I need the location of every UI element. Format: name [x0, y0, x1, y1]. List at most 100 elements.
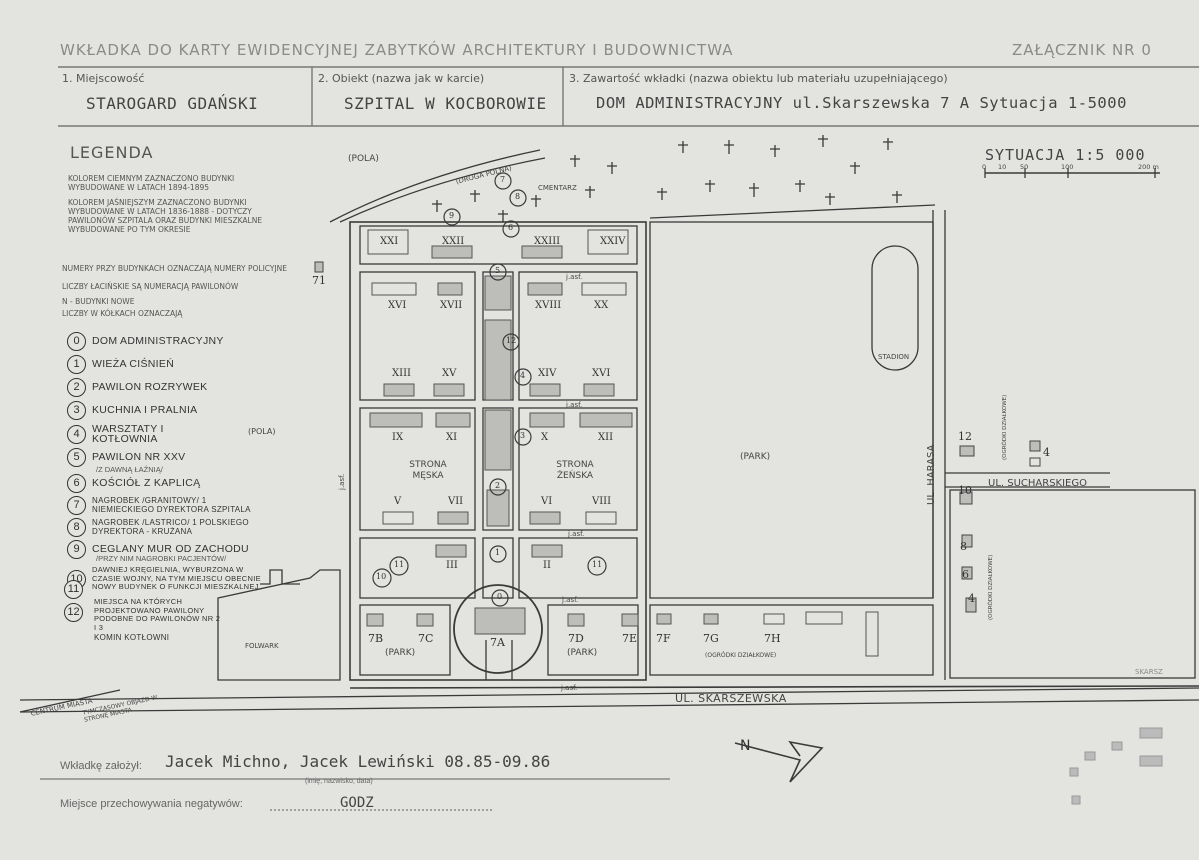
legend-item-7: 7 NAGROBEK /GRANITOWY/ 1 NIEMIECKIEGO DY…	[67, 495, 267, 515]
cross-mark	[657, 188, 667, 200]
block-center-lower	[482, 407, 514, 531]
map-circle-5	[489, 263, 507, 281]
map-circle-4	[514, 368, 532, 386]
house-number-7d: 7D	[568, 632, 584, 645]
cross-mark	[531, 195, 541, 207]
map-circle-num-2: 2	[495, 481, 501, 490]
pola-label-top: (POLA)	[348, 154, 379, 164]
house-number-12: 12	[958, 430, 972, 443]
map-circle-7	[494, 172, 512, 190]
map-circle-num-1: 1	[495, 548, 501, 557]
bldg-xxiv	[587, 229, 629, 255]
legend-item-8: 8 NAGROBEK /LASTRICO/ 1 POLSKIEGO DYREKT…	[67, 517, 267, 537]
skarsz-edge-label: SKARSZ	[1135, 668, 1163, 676]
legend-sub-9: /PRZY NIM NAGROBKI PACJENTÓW/	[96, 554, 227, 563]
house-number-10: 10	[958, 484, 972, 497]
house-number-6: 6	[962, 568, 969, 581]
cross-mark	[892, 191, 902, 203]
map-circle-0	[491, 589, 509, 607]
map-circle-9	[443, 208, 461, 226]
bldg-xxiii	[521, 245, 563, 259]
stray-mark	[1084, 751, 1096, 761]
legend-num: 2	[67, 377, 86, 397]
house-10	[959, 491, 973, 505]
legend-item-6: 6 KOŚCIÓŁ Z KAPLICĄ	[67, 473, 200, 493]
legend-note-numbers: NUMERY PRZY BUDYNKACH OZNACZAJĄ NUMERY P…	[62, 264, 288, 273]
legend-num: 6	[67, 473, 86, 493]
pavilion-xv: XV	[442, 368, 457, 379]
ul-skarszewska-label: UL. SKARSZEWSKA	[675, 692, 787, 705]
object-value: SZPITAL W KOCBOROWIE	[344, 94, 547, 113]
place-label: 1. Miejscowość	[62, 72, 145, 85]
map-circle-num-3: 3	[520, 431, 526, 440]
legend-item-9: 9 CEGLANY MUR OD ZACHODU	[67, 539, 249, 559]
house-number-71: 71	[312, 274, 326, 287]
stray-mark	[1139, 727, 1163, 739]
bldg-viii	[585, 511, 617, 525]
pavilion-xxiii: XXIII	[534, 236, 561, 247]
legend-item-5: 5 PAWILON NR XXV	[67, 447, 185, 467]
legend-note-circles: LICZBY W KÓŁKACH OZNACZAJĄ	[62, 309, 183, 318]
negatives-value: GODZ	[340, 795, 374, 811]
cemetery-boundary	[649, 204, 936, 219]
house-number-7c: 7C	[418, 632, 434, 645]
hospital-grounds	[349, 221, 647, 681]
legend-note-light: KOLOREM JAŚNIEJSZYM ZAZNACZONO BUDYNKI W…	[68, 198, 263, 234]
bldg-7b	[366, 613, 384, 627]
legend-item-1: 1 WIEŻA CIŚNIEŃ	[67, 354, 174, 374]
map-circle-num-4: 4	[520, 371, 526, 380]
author-hint: (imię, nazwisko, data)	[305, 778, 373, 785]
content-value: DOM ADMINISTRACYJNY ul.Skarszewska 7 A S…	[596, 94, 1127, 112]
house-number-7e: 7E	[622, 632, 638, 645]
pavilion-xi: XI	[446, 432, 458, 443]
pavilion-x: X	[541, 432, 549, 443]
map-circle-8	[509, 189, 527, 207]
house-number-7a: 7A	[490, 636, 505, 649]
park-center-label: (PARK)	[740, 452, 771, 462]
legend-text: WARSZTATY I KOTŁOWNIA	[92, 423, 164, 445]
header-frame	[58, 66, 1199, 127]
legend-text: NAGROBEK /GRANITOWY/ 1 NIEMIECKIEGO DYRE…	[92, 496, 251, 514]
legend-num: 5	[67, 447, 86, 467]
block-men-bottom	[359, 537, 476, 599]
cross-mark	[825, 193, 835, 205]
scale-title: SYTUACJA 1:5 000	[985, 146, 1146, 164]
map-circle-num-7: 7	[500, 175, 506, 184]
legend-text: DOM ADMINISTRACYJNY	[92, 335, 224, 347]
house-number-8: 8	[960, 540, 967, 553]
pavilion-xii: XII	[598, 432, 614, 443]
cross-mark	[770, 145, 780, 157]
bldg-7f	[656, 613, 672, 625]
bldg-vi	[529, 511, 561, 525]
legend-text: KUCHNIA I PRALNIA	[92, 404, 198, 416]
house-6	[961, 566, 973, 580]
bldg-ix	[369, 412, 423, 428]
map-circle-11b	[587, 556, 607, 576]
house-4a-shed	[1029, 457, 1041, 467]
block-park-right	[547, 604, 639, 676]
field-road-edge	[339, 157, 546, 223]
scale-tick-label-100: 100	[1061, 163, 1074, 171]
block-men-upper	[359, 271, 476, 401]
ogrodki-label: (OGRÓDKI DZIAŁKOWE)	[705, 652, 777, 659]
house-number-4-east: 4	[1043, 446, 1050, 459]
bldg-xx	[581, 282, 627, 296]
legend-num: 4	[67, 424, 86, 444]
allotment-row	[649, 604, 934, 676]
folwark-buildings	[260, 569, 300, 585]
cross-mark	[570, 155, 580, 167]
sheet-title: WKŁADKA DO KARTY EWIDENCYJNEJ ZABYTKÓW A…	[60, 41, 734, 59]
pavilion-xxii: XXII	[442, 236, 465, 247]
stadium	[871, 245, 919, 371]
map-circle-2	[489, 478, 507, 496]
bldg-xv	[433, 383, 465, 397]
map-circle-num-9: 9	[449, 211, 455, 220]
north-arrow	[734, 740, 824, 783]
legend-item-4: 4 WARSZTATY I KOTŁOWNIA	[67, 424, 202, 444]
pavilion-xxiv: XXIV	[600, 236, 626, 247]
bldg-v	[382, 511, 414, 525]
map-circle-12	[502, 333, 520, 351]
map-circle-num-11a: 11	[394, 560, 405, 569]
bldg-admin	[474, 607, 526, 635]
